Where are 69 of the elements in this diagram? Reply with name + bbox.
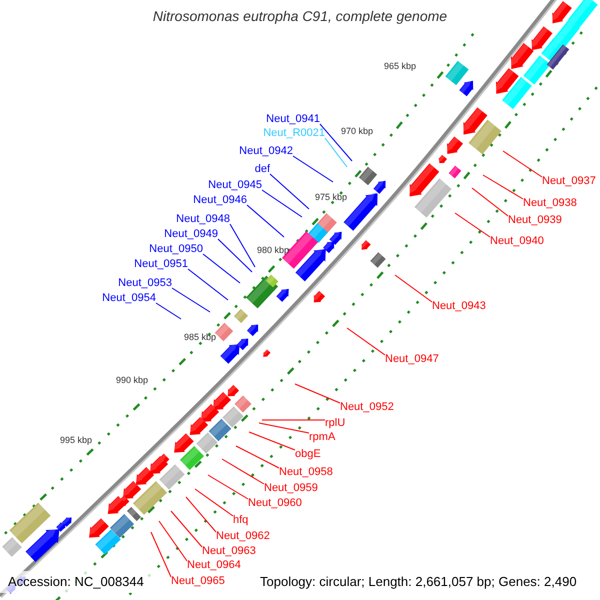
leader-line [150,532,172,578]
leader-line [156,302,182,320]
gene-label: Neut_0954 [102,292,156,305]
leader-line [194,488,234,516]
gene-label: Neut_0948 [176,213,230,226]
gene-label: Neut_0950 [149,243,203,256]
footer-text: Accession: NC_008344 [8,574,144,590]
leader-line [294,384,340,404]
leader-line [246,204,284,238]
gene-label: hfq [233,514,248,527]
leader-line [270,174,310,210]
leader-line [346,328,386,356]
gene-label: Neut_R0021 [263,127,325,140]
diagram-title: Nitrosomonas eutropha C91, complete genome [152,8,448,25]
gene-label: Neut_0937 [542,175,596,188]
gene-label: Neut_0964 [187,559,241,572]
gene-label: Neut_0952 [340,401,394,414]
leader-line [258,422,310,434]
leader-line [158,520,188,562]
leader-line [170,510,202,548]
gene-label: Neut_0939 [508,214,562,227]
gene-label: Neut_0953 [118,277,172,290]
leader-line [208,474,248,500]
leader-line [236,446,280,468]
scale-label: 995 kbp [60,434,92,446]
gene-label: Neut_0958 [279,466,333,479]
scale-label: 985 kbp [184,332,216,342]
gene-label: Neut_0965 [171,575,225,588]
leader-line [172,288,210,312]
gene-label: Neut_0962 [216,530,270,543]
scale-label: 970 kbp [340,126,374,136]
gene-label: obgE [295,448,321,461]
gene-label: def [254,163,270,176]
scale-label: 980 kbp [256,244,290,256]
scale-label: 975 kbp [314,192,348,202]
leader-line [472,188,508,216]
leader-line [482,174,524,200]
leader-line [186,496,216,532]
gene-label: Neut_0960 [248,497,302,510]
leader-line [292,156,334,182]
leader-line [320,124,352,162]
gene-label: Neut_0949 [164,228,218,241]
gene-label: Neut_0951 [134,258,188,271]
gene-label: Neut_0943 [432,300,486,313]
gene-label: rplU [325,417,346,430]
leader-line [218,238,252,272]
leader-line [230,224,256,268]
leader-line [188,268,228,300]
leader-line [248,432,296,450]
gene-label: Neut_0941 [266,113,320,126]
leader-line [454,212,490,238]
leader-line [222,458,264,484]
gene-label: Neut_0940 [490,235,544,248]
leader-line [324,138,348,168]
scale-label: 965 kbp [384,60,416,72]
gene-label: rpmA [309,431,336,444]
gene-label: Neut_0959 [264,482,318,495]
footer-text: Topology: circular; Length: 2,661,057 bp; Genes: 2,490 [260,574,577,590]
gene-label: Neut_0963 [202,545,256,558]
gene-label: Neut_0945 [208,179,262,192]
scale-label: 990 kbp [116,374,148,386]
gene-label: Neut_0946 [193,194,247,207]
gene-label: Neut_0938 [523,197,577,210]
gene-label: Neut_0942 [239,145,293,158]
leader-line [262,190,302,218]
gene-label: Neut_0947 [385,353,439,366]
leader-line [502,150,542,178]
leader-line [202,254,240,284]
leader-line [394,274,432,302]
